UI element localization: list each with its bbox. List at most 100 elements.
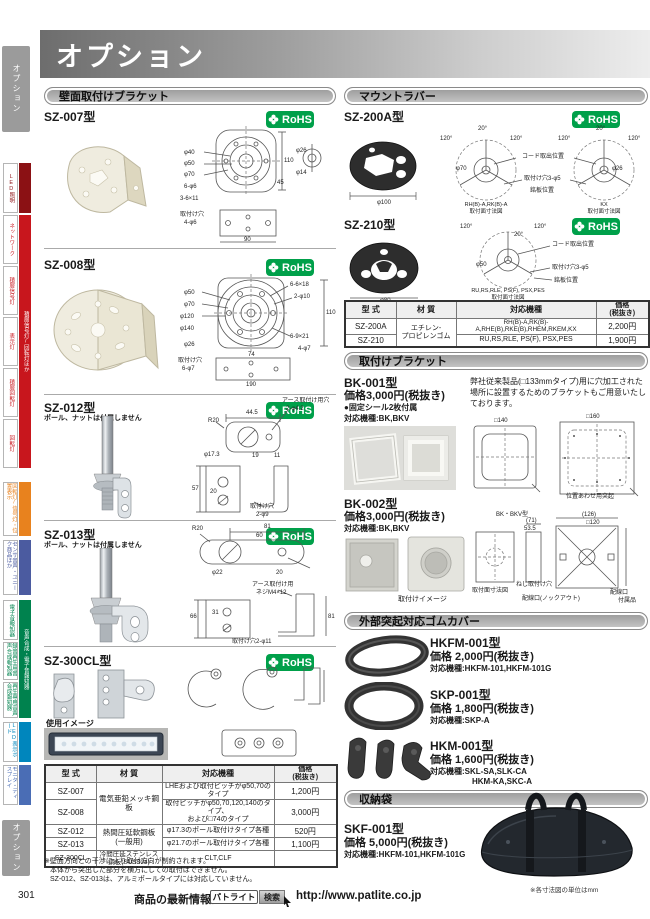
dim-label: 45 (277, 180, 284, 186)
drawing-label: ねじ取付け穴 (516, 582, 553, 588)
dim-label: φ50 (184, 290, 195, 296)
sidebar-tab-monitor-display: モニタ・ディスプレイ (3, 765, 18, 805)
model-note: ポール、ナットは付属しません (44, 542, 142, 549)
skf001-photo (468, 786, 644, 882)
sz008-drawing: φ50 φ70 φ120 φ140 φ26 取付け穴 6-φ7 6-6×18 2… (178, 272, 336, 388)
drawing-label: 取付面寸法図 (472, 588, 509, 594)
drawing-caption: RU,RS,RLE, PS(F), PSX,PES 取付面寸法図 (471, 288, 545, 301)
sidebar-strip-signal-group: 積層信号灯/回転灯ほか (19, 215, 31, 468)
sidebar-tab-led-board: LED表示ボード (3, 722, 18, 762)
dim-label: 81 (264, 524, 271, 530)
bk001-photo (344, 426, 456, 490)
dim-label: 120° (510, 136, 523, 142)
dim-label: 74 (248, 352, 255, 358)
sidebar-tab-label: オプション (12, 823, 21, 873)
tab-label: 回転灯 (8, 435, 15, 452)
tab-label: LED表示ボード (5, 723, 18, 758)
sidebar-strip-position (19, 482, 31, 536)
table-row: SZ-012 熱間圧延軟鋼板 (一般用) φ17.3のポール取付けタイプ各種 5… (44, 824, 338, 852)
sidebar-tab-revolving: 回転灯 (3, 419, 18, 468)
sidebar-tab-label: オプション (12, 64, 21, 114)
model-bk002: BK-002型 (344, 497, 398, 511)
dim-label: φ14 (296, 170, 307, 176)
dim-label: 取付け穴 (178, 358, 203, 364)
strip-group-label: 積層信号灯/回転灯ほか (22, 311, 29, 372)
sidebar-tab-electronic-alarm: 電子音報知器 (3, 600, 18, 640)
sz300cl-plate-drawing (208, 726, 312, 762)
cell-compat: 取付ピッチがφ50,70,120,140のタイプ、 および□74のタイプ (161, 799, 275, 826)
rohs-label: RoHS (282, 656, 312, 669)
dim-label: 取付け穴 (250, 504, 275, 510)
cell-price: 2,200円 (595, 318, 650, 335)
cell-compat: RU,RS,RLE, PS(F), PSX,PES (455, 333, 597, 348)
col-header: 型 式 (344, 300, 397, 320)
skf001-price: 価格 5,000円(税抜き) (344, 837, 448, 849)
sz013-drawing-top: R20 81 60 φ22 20 (178, 524, 336, 578)
cell-price: 3,000円 (273, 799, 338, 826)
cell-material: エチレン‐ プロピレンゴム (395, 318, 457, 348)
sz007-drawing: φ40 φ50 φ70 6-φ6 3-6×11 取付け穴 4-φ6 φ26 φ1… (178, 124, 336, 246)
tab-label: LED照明 (8, 173, 15, 203)
section-header-mount-bracket: 取付けブラケット (344, 352, 648, 370)
usage-image-label: 使用イメージ (46, 719, 94, 728)
cell-price: 1,200円 (273, 782, 338, 801)
dim-label: 120° (440, 136, 453, 142)
dim-label: 11 (274, 453, 281, 459)
dim-label: 81 (328, 614, 335, 620)
rohs-label: RoHS (588, 113, 618, 126)
dim-label: 6-9×21 (290, 334, 309, 340)
bk001-drawing: □140 □160 位置あわせ用突起 (462, 414, 648, 500)
sidebar-strip-voice-group: 音声合成・電子音報知器 (19, 600, 31, 718)
divider (44, 646, 336, 647)
drawing-label: 取付け穴3-φ5 (552, 265, 589, 271)
cell-price (273, 850, 338, 868)
cell-price: 1,100円 (273, 837, 338, 852)
col-header: 対応機種 (161, 764, 275, 784)
unit-note: ※各寸法図の単位はmm (530, 887, 599, 894)
strip-group-label: 音声合成・電子音報知器 (22, 628, 29, 690)
table-row: SZ-200A エチレン‐ プロピレンゴム RH(B)-A,RK(B)-A,RH… (344, 318, 650, 348)
col-header: 価格 (税抜き) (595, 300, 650, 320)
cell-material: 電気亜鉛メッキ鋼板 (95, 782, 163, 826)
hkm001-price: 価格 1,600円(税抜き) (430, 754, 534, 766)
dim-label: アース取付け用穴 (282, 398, 330, 404)
dim-label: アース取付け用 (252, 582, 294, 588)
rohs-badge: RoHS (572, 218, 620, 235)
section-title: 壁面取付けブラケット (59, 91, 169, 103)
tab-label: 積層信号灯 (8, 276, 15, 305)
sidebar-strip-monitor (19, 765, 31, 805)
cell-model: SZ-007 (44, 782, 97, 801)
cell-model: SZ-200A (344, 318, 397, 335)
sidebar-tab-signal-tower: 積層信号灯 (3, 266, 18, 315)
sidebar-strip-sensor (19, 540, 31, 595)
dim-label: 120° (558, 136, 571, 142)
table-note: SZ-012、SZ-013は、アルミポールタイプには対応していません。 (50, 876, 257, 883)
section-title: マウントラバー (359, 91, 436, 103)
cell-material: 熱間圧延軟鋼板 (一般用) (95, 824, 163, 852)
dim-label: (126) (582, 512, 597, 518)
search-button-label: 検索 (264, 892, 280, 902)
dim-label: φ100 (377, 200, 391, 206)
dim-label: 110 (326, 310, 336, 316)
divider (44, 394, 336, 395)
footer-lead: 商品の最新情報は (134, 894, 222, 906)
page-header-band: オプション (40, 30, 650, 78)
dim-label: BK・BKV型 (496, 512, 529, 518)
table-header-row: 型 式 材 質 対応機種 価格 (税抜き) (44, 764, 338, 784)
sidebar: オプション LED照明 ネットワーク 積層信号灯 表示灯 積層回転灯 回転灯 回… (0, 0, 34, 919)
rohs-label: RoHS (588, 220, 618, 233)
sidebar-strip-led-board (19, 722, 31, 762)
cell-material: 冷間圧延ステンレス鋼板(SUS304) (95, 850, 163, 868)
sz012-drawing-front: 57 20 取付け穴 2-φ9 (170, 460, 320, 518)
cell-model: SZ-008 (44, 799, 97, 826)
col-header: 対応機種 (455, 300, 597, 320)
model-sz200a: SZ-200A型 (344, 110, 405, 124)
dim-label: □120 (586, 520, 600, 526)
dim-label: 120° (628, 136, 641, 142)
drawing-label: 銘板位置 (554, 278, 579, 284)
dim-label: 取付け穴 (180, 212, 205, 218)
dim-label: φ50 (476, 262, 487, 268)
cell-model: SZ-013 (44, 837, 97, 852)
model-hkm001: HKM-001型 (430, 739, 494, 753)
model-sz013: SZ-013型 (44, 528, 96, 542)
